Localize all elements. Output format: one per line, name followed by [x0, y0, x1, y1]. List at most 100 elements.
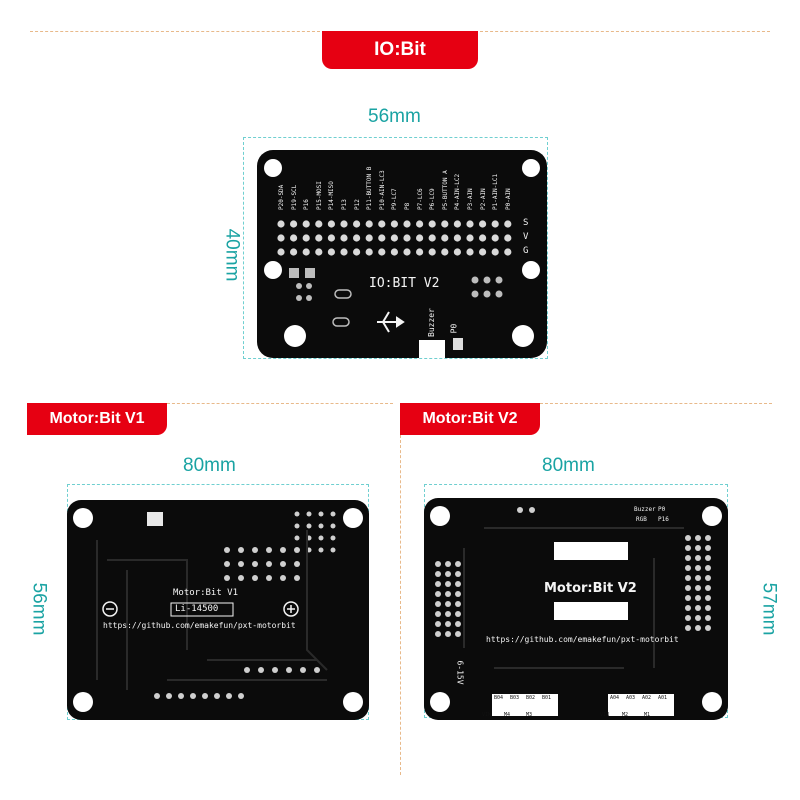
battery-minus-icon	[102, 601, 118, 617]
pin-hole	[290, 248, 298, 256]
iobit-row-label-g: G	[523, 246, 529, 256]
iobit-buzzer-label: Buzzer	[426, 308, 436, 337]
pin-label: P13	[341, 199, 348, 210]
pin-hole	[504, 234, 512, 242]
terminal-label: M3	[526, 712, 533, 718]
iobit-row-label-s: S	[523, 218, 529, 228]
v2-board-name: Motor:Bit V2	[544, 581, 637, 596]
pin-hole	[416, 234, 424, 242]
section-divider	[400, 435, 401, 775]
usb-icon	[377, 311, 405, 333]
v1-battery-label: Li-14500	[175, 604, 219, 614]
pin-hole	[378, 248, 386, 256]
pin-hole	[340, 234, 348, 242]
iobit-width-label: 56mm	[368, 106, 421, 127]
pin-label: P0-AIN	[504, 188, 512, 210]
top-divider	[30, 31, 320, 32]
mount-hole	[264, 159, 282, 177]
pin-hole	[441, 220, 449, 228]
pin-label: P2-AIN	[479, 188, 487, 210]
pin-label: P5-BUTTON A	[441, 170, 449, 210]
pin-hole	[428, 234, 436, 242]
chip-label-area	[554, 602, 628, 620]
terminal-label: M4	[504, 712, 511, 718]
pin-label: P14-MISO	[328, 181, 336, 210]
pin-label: P16	[303, 199, 311, 210]
terminal-label: A03	[626, 695, 636, 701]
v2-board-art	[430, 506, 722, 716]
pin-hole	[491, 234, 499, 242]
v2-p0-label: P0	[658, 506, 666, 513]
pin-hole	[491, 248, 499, 256]
pin-hole	[466, 248, 474, 256]
pin-hole	[302, 234, 310, 242]
pin-hole	[302, 220, 310, 228]
pin-label: P9-LC7	[391, 188, 399, 210]
pin-hole	[365, 234, 373, 242]
pin-hole	[277, 248, 285, 256]
pin-label: P1-AIN-LC1	[492, 173, 500, 210]
pin-hole	[340, 248, 348, 256]
pin-hole	[441, 248, 449, 256]
pin-label: P15-MOSI	[315, 181, 323, 210]
terminal-label: M1	[644, 712, 651, 718]
pin-hole	[403, 248, 411, 256]
pin-hole	[290, 220, 298, 228]
motorbit-v1-board: Motor:Bit V1 Li-14500 https://github.com…	[67, 500, 369, 720]
pin-hole	[390, 248, 398, 256]
iobit-p0-label: P0	[449, 323, 459, 334]
pin-hole	[403, 234, 411, 242]
terminal-label: A02	[642, 695, 652, 701]
pin-label: P10-AIN-LC3	[378, 170, 386, 210]
pin-hole	[327, 234, 335, 242]
pin-label: P4-AIN-LC2	[454, 173, 462, 210]
pin-hole	[466, 220, 474, 228]
iobit-dimension-guide	[243, 137, 548, 359]
v2-p16-label: P16	[658, 516, 669, 523]
pin-hole	[479, 234, 487, 242]
iobit-row-label-v: V	[523, 232, 529, 242]
pin-label: P3-AIN	[467, 188, 474, 210]
pin-hole	[403, 220, 411, 228]
v1-board-art	[73, 508, 363, 712]
pin-hole	[378, 234, 386, 242]
battery-plus-icon	[283, 601, 299, 617]
pin-hole	[453, 220, 461, 228]
pin-hole	[315, 248, 323, 256]
mount-hole	[284, 325, 306, 347]
v1-width-label: 80mm	[183, 455, 236, 476]
pin-hole	[479, 248, 487, 256]
pin-hole	[504, 248, 512, 256]
pin-hole	[315, 220, 323, 228]
terminal-label: B01	[542, 695, 552, 701]
pin-hole	[365, 220, 373, 228]
pin-hole	[365, 248, 373, 256]
pin-hole	[504, 220, 512, 228]
motorbit-v1-tag: Motor:Bit V1	[27, 403, 167, 435]
pin-hole	[353, 234, 361, 242]
pin-hole	[353, 220, 361, 228]
v1-board-name: Motor:Bit V1	[173, 588, 239, 598]
pin-hole	[466, 234, 474, 242]
iobit-height-label: 40mm	[221, 228, 243, 282]
pin-hole	[277, 220, 285, 228]
pin-hole	[378, 220, 386, 228]
pin-hole	[479, 220, 487, 228]
v2-height-label: 57mm	[758, 582, 780, 636]
pin-hole	[340, 220, 348, 228]
pin-hole	[441, 234, 449, 242]
motorbit-v2-tag: Motor:Bit V2	[400, 403, 540, 435]
iobit-board-name: IO:BIT V2	[369, 276, 440, 291]
pin-hole	[290, 234, 298, 242]
pin-label: P7-LC6	[416, 188, 424, 210]
v2-width-label: 80mm	[542, 455, 595, 476]
pin-hole	[416, 220, 424, 228]
terminal-label: M2	[622, 712, 629, 718]
pin-hole	[353, 248, 361, 256]
terminal-label: A04	[610, 695, 620, 701]
terminal-label: VIN	[482, 712, 492, 718]
terminal-label: B02	[526, 695, 536, 701]
pin-hole	[327, 220, 335, 228]
pin-hole	[453, 248, 461, 256]
